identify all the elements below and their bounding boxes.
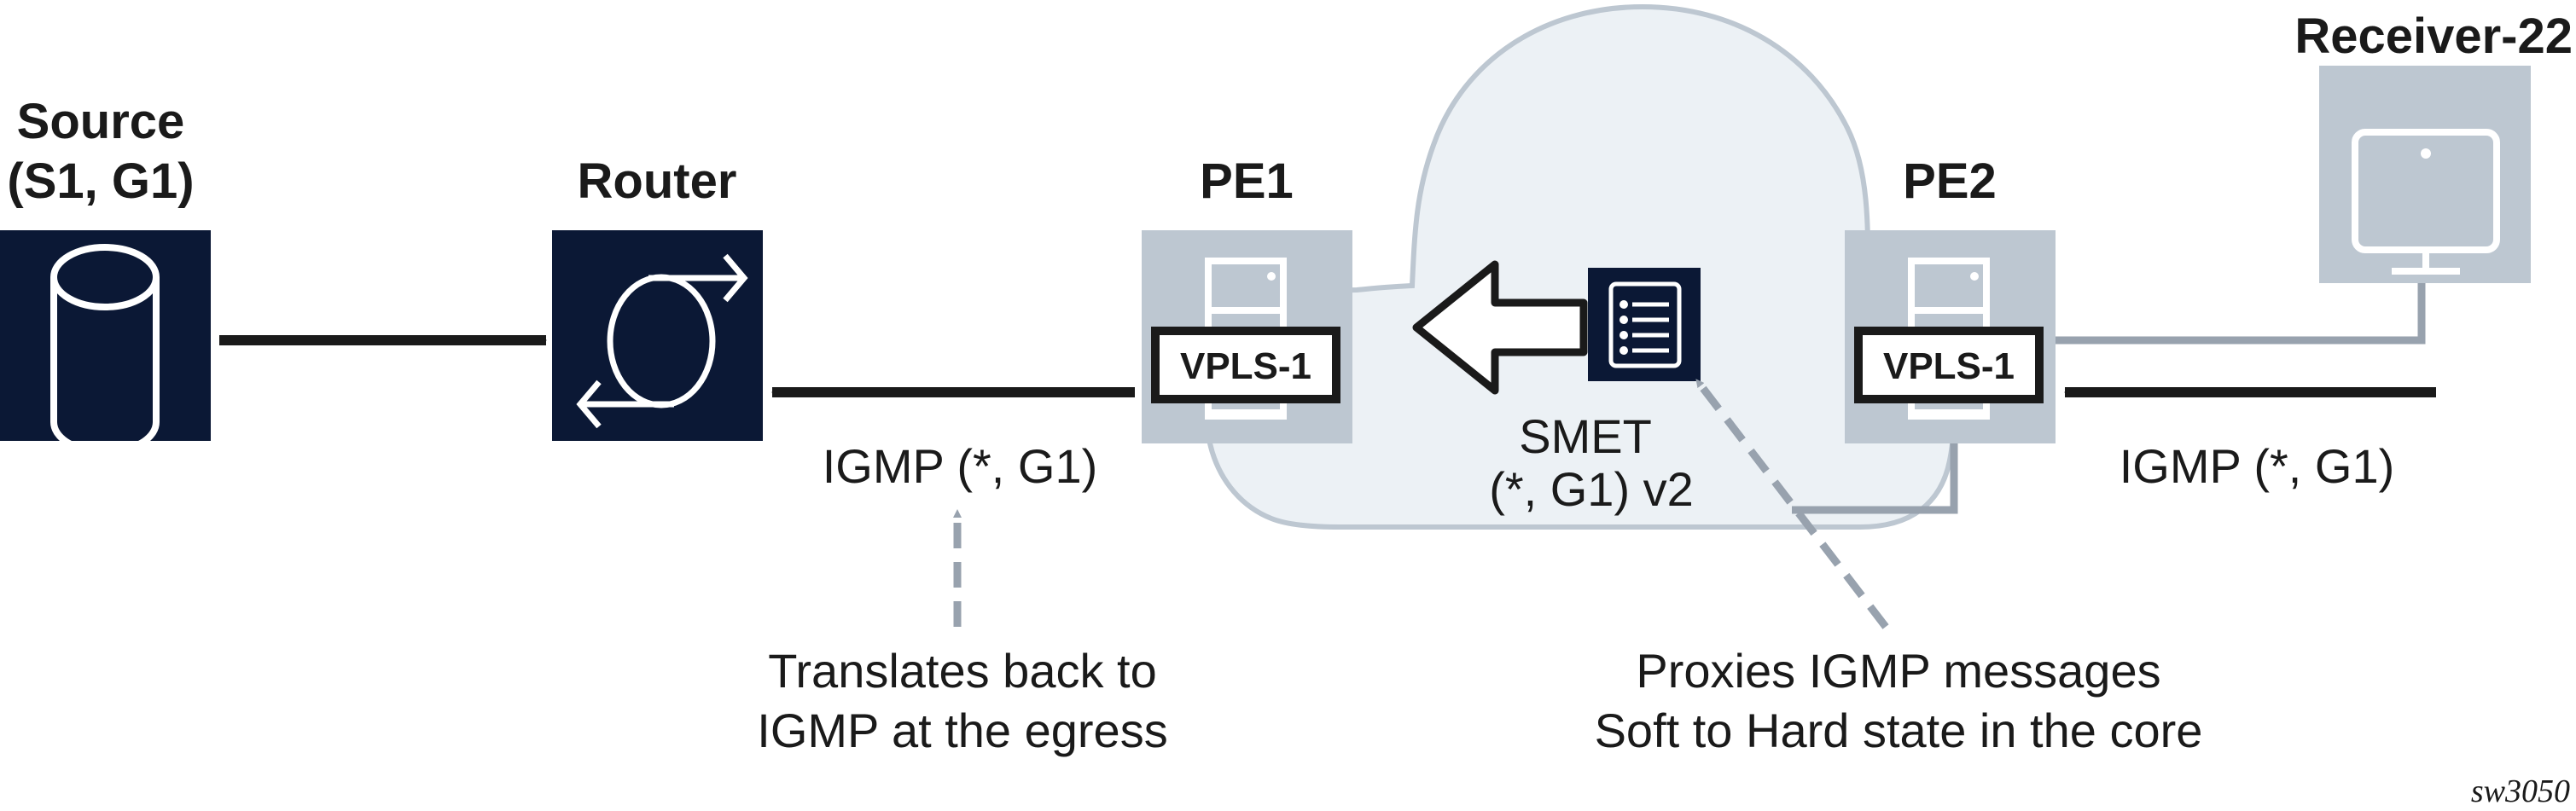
figure-id: sw3050: [2471, 773, 2570, 809]
pe1-vpls-label: VPLS-1: [1180, 345, 1311, 387]
annotation-core-line2: Soft to Hard state in the core: [1595, 704, 2203, 757]
database-icon: [50, 244, 160, 455]
link-pe2-receiver: [2055, 282, 2426, 345]
router-node[interactable]: Router: [552, 154, 763, 441]
smet-label-line2: (*, G1) v2: [1489, 462, 1694, 516]
igmp-label-left: IGMP (*, G1): [823, 439, 1098, 493]
source-subtitle: (S1, G1): [7, 154, 194, 209]
receiver-title: Receiver-22: [2294, 9, 2573, 64]
annotation-egress-line2: IGMP at the egress: [757, 704, 1167, 757]
source-title: Source: [17, 94, 185, 149]
pe2-vpls-box[interactable]: [1854, 327, 2044, 403]
monitor-icon: [2352, 129, 2500, 275]
pe2-vpls-label: VPLS-1: [1883, 345, 2015, 387]
router-icon: [576, 253, 748, 429]
link-pe2-core: [1792, 443, 1958, 514]
source-node[interactable]: Source (S1, G1): [0, 94, 211, 455]
hollow-arrow-smet-to-pe1: [1412, 260, 1588, 395]
list-document-icon: [1608, 281, 1682, 368]
smet-node[interactable]: [1588, 268, 1701, 381]
annotation-core-line1: Proxies IGMP messages: [1636, 644, 2160, 698]
pe1-node[interactable]: PE1 VPLS-1: [1142, 154, 1352, 443]
router-title: Router: [578, 154, 737, 209]
igmp-label-right: IGMP (*, G1): [2120, 439, 2395, 493]
pe1-vpls-box[interactable]: [1151, 327, 1340, 403]
pe2-node[interactable]: PE2 VPLS-1: [1845, 154, 2056, 443]
dashed-arrow-core: [1693, 377, 1889, 629]
receiver-node[interactable]: Receiver-22: [2294, 9, 2573, 283]
pe1-title: PE1: [1200, 154, 1294, 209]
smet-label-line1: SMET: [1519, 409, 1652, 463]
pe2-title: PE2: [1903, 154, 1997, 209]
annotation-egress-line1: Translates back to: [768, 644, 1156, 698]
